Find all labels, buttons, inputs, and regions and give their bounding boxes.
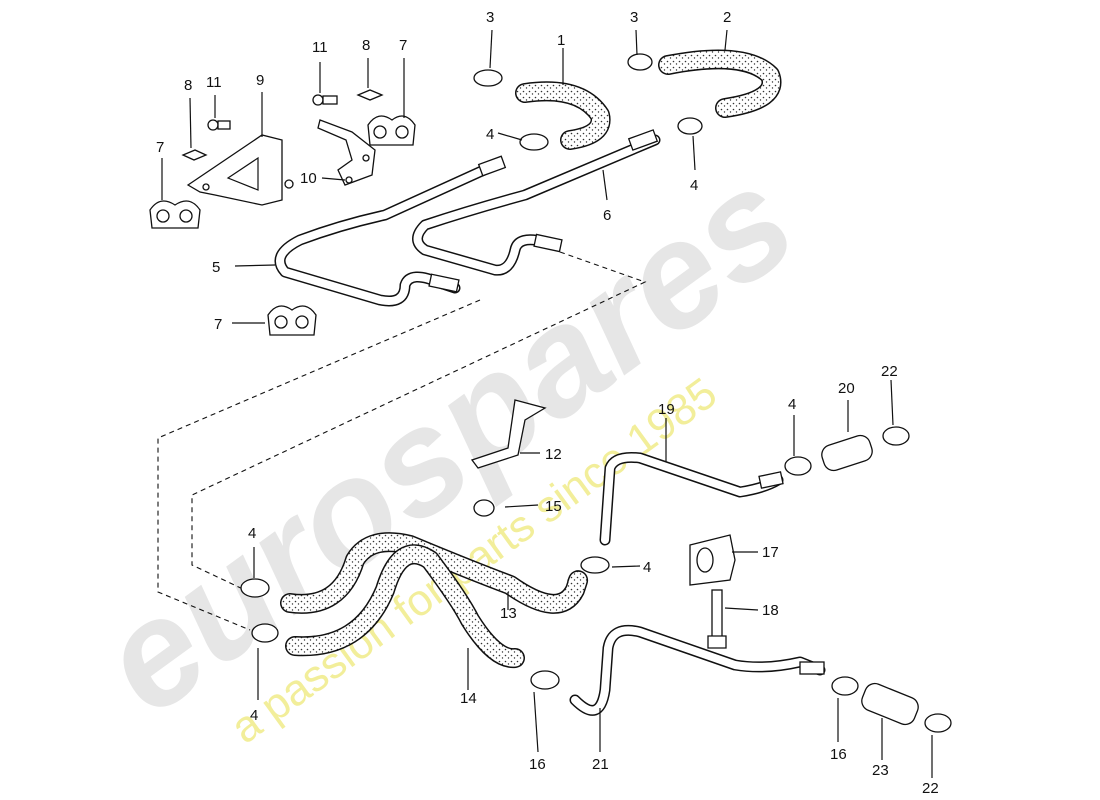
callout-22b: 22 xyxy=(922,780,939,797)
callout-12: 12 xyxy=(545,446,562,463)
hose-23 xyxy=(861,682,919,726)
pipe-6 xyxy=(412,129,661,276)
callout-20: 20 xyxy=(838,380,855,397)
connection-lines xyxy=(157,251,647,631)
callout-3b: 3 xyxy=(630,9,638,26)
callout-19: 19 xyxy=(658,401,675,418)
callout-4d: 4 xyxy=(250,707,258,724)
callout-4b: 4 xyxy=(690,177,698,194)
callout-11b: 11 xyxy=(312,39,328,56)
callouts: 1 2 3 3 4 4 4 4 4 4 5 6 7 7 7 8 8 9 10 1… xyxy=(156,9,939,797)
hose-14 xyxy=(285,544,525,669)
callout-10: 10 xyxy=(300,170,317,187)
callout-7c: 7 xyxy=(214,316,222,333)
clip-8b xyxy=(356,89,384,101)
callout-1: 1 xyxy=(557,32,565,49)
hose-2 xyxy=(658,49,782,118)
callout-9: 9 xyxy=(256,72,264,89)
bracket-12 xyxy=(470,399,547,469)
clamp-7a xyxy=(149,200,201,229)
hose-clamps xyxy=(240,53,952,733)
clamp-7c xyxy=(267,305,317,336)
callout-7b: 7 xyxy=(399,37,407,54)
callout-14: 14 xyxy=(460,690,477,707)
callout-15: 15 xyxy=(545,498,562,515)
clamp-7b xyxy=(367,115,416,146)
bolt-11b xyxy=(312,94,338,106)
callout-13: 13 xyxy=(500,605,517,622)
callout-11a: 11 xyxy=(206,74,222,91)
callout-23: 23 xyxy=(872,762,889,779)
callout-16a: 16 xyxy=(529,756,546,773)
hose-13 xyxy=(280,532,589,614)
callout-6: 6 xyxy=(603,207,611,224)
callout-4a: 4 xyxy=(486,126,494,143)
callout-22a: 22 xyxy=(881,363,898,380)
callout-4f: 4 xyxy=(788,396,796,413)
bracket-9 xyxy=(186,134,294,206)
pipe-21 xyxy=(569,624,826,716)
callout-2: 2 xyxy=(723,9,731,26)
callout-17: 17 xyxy=(762,544,779,561)
callout-3a: 3 xyxy=(486,9,494,26)
callout-7a: 7 xyxy=(156,139,164,156)
pipe-19 xyxy=(599,452,784,546)
callout-4e: 4 xyxy=(643,559,651,576)
hose-20 xyxy=(821,434,873,472)
callout-5: 5 xyxy=(212,259,220,276)
hose-1 xyxy=(515,81,611,150)
callout-8b: 8 xyxy=(362,37,370,54)
bolt-18 xyxy=(707,589,727,649)
bracket-10 xyxy=(317,119,376,186)
clip-17 xyxy=(689,534,736,586)
clip-8a xyxy=(181,149,208,161)
callout-4c: 4 xyxy=(248,525,256,542)
leader-lines xyxy=(161,29,933,778)
callout-8a: 8 xyxy=(184,77,192,94)
pipe-5 xyxy=(274,159,501,307)
bolt-11a xyxy=(207,119,231,131)
callout-16b: 16 xyxy=(830,746,847,763)
callout-21: 21 xyxy=(592,756,609,773)
callout-18: 18 xyxy=(762,602,779,619)
